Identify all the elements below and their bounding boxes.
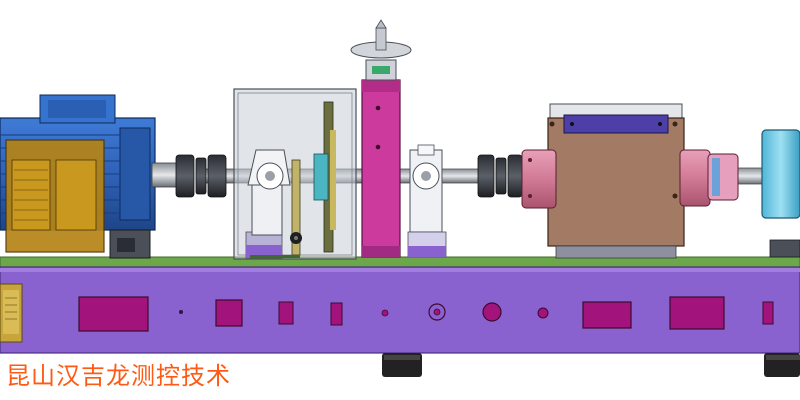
- display-3: [582, 301, 632, 329]
- indicator-dot-1: [179, 310, 183, 314]
- display-4: [669, 296, 725, 330]
- load-column: [350, 19, 412, 258]
- middle-coupling: [477, 154, 523, 198]
- emergency-button: [482, 302, 502, 322]
- control-panel: [78, 296, 774, 332]
- switch-2: [330, 302, 343, 326]
- switch-1: [278, 301, 294, 325]
- company-watermark: 昆山汉吉龙测控技术: [6, 362, 231, 390]
- left-coupling: [175, 154, 227, 198]
- gearbox-unit: [547, 103, 685, 259]
- indicator-dot-3: [537, 307, 549, 319]
- display-2: [215, 299, 243, 327]
- indicator-dot-2: [381, 309, 389, 317]
- linkage-arm: [290, 159, 302, 256]
- nameplate: [0, 283, 23, 343]
- switch-3: [762, 301, 774, 325]
- display-1: [78, 296, 149, 332]
- bearing-support-left: [247, 149, 291, 236]
- pink-flanges: [521, 149, 739, 209]
- right-load-motor: [761, 129, 800, 258]
- leveling-feet: [382, 353, 800, 377]
- bearing-support-right: [407, 144, 447, 258]
- left-drive-motor: [0, 94, 179, 259]
- brake-disc: [313, 101, 336, 253]
